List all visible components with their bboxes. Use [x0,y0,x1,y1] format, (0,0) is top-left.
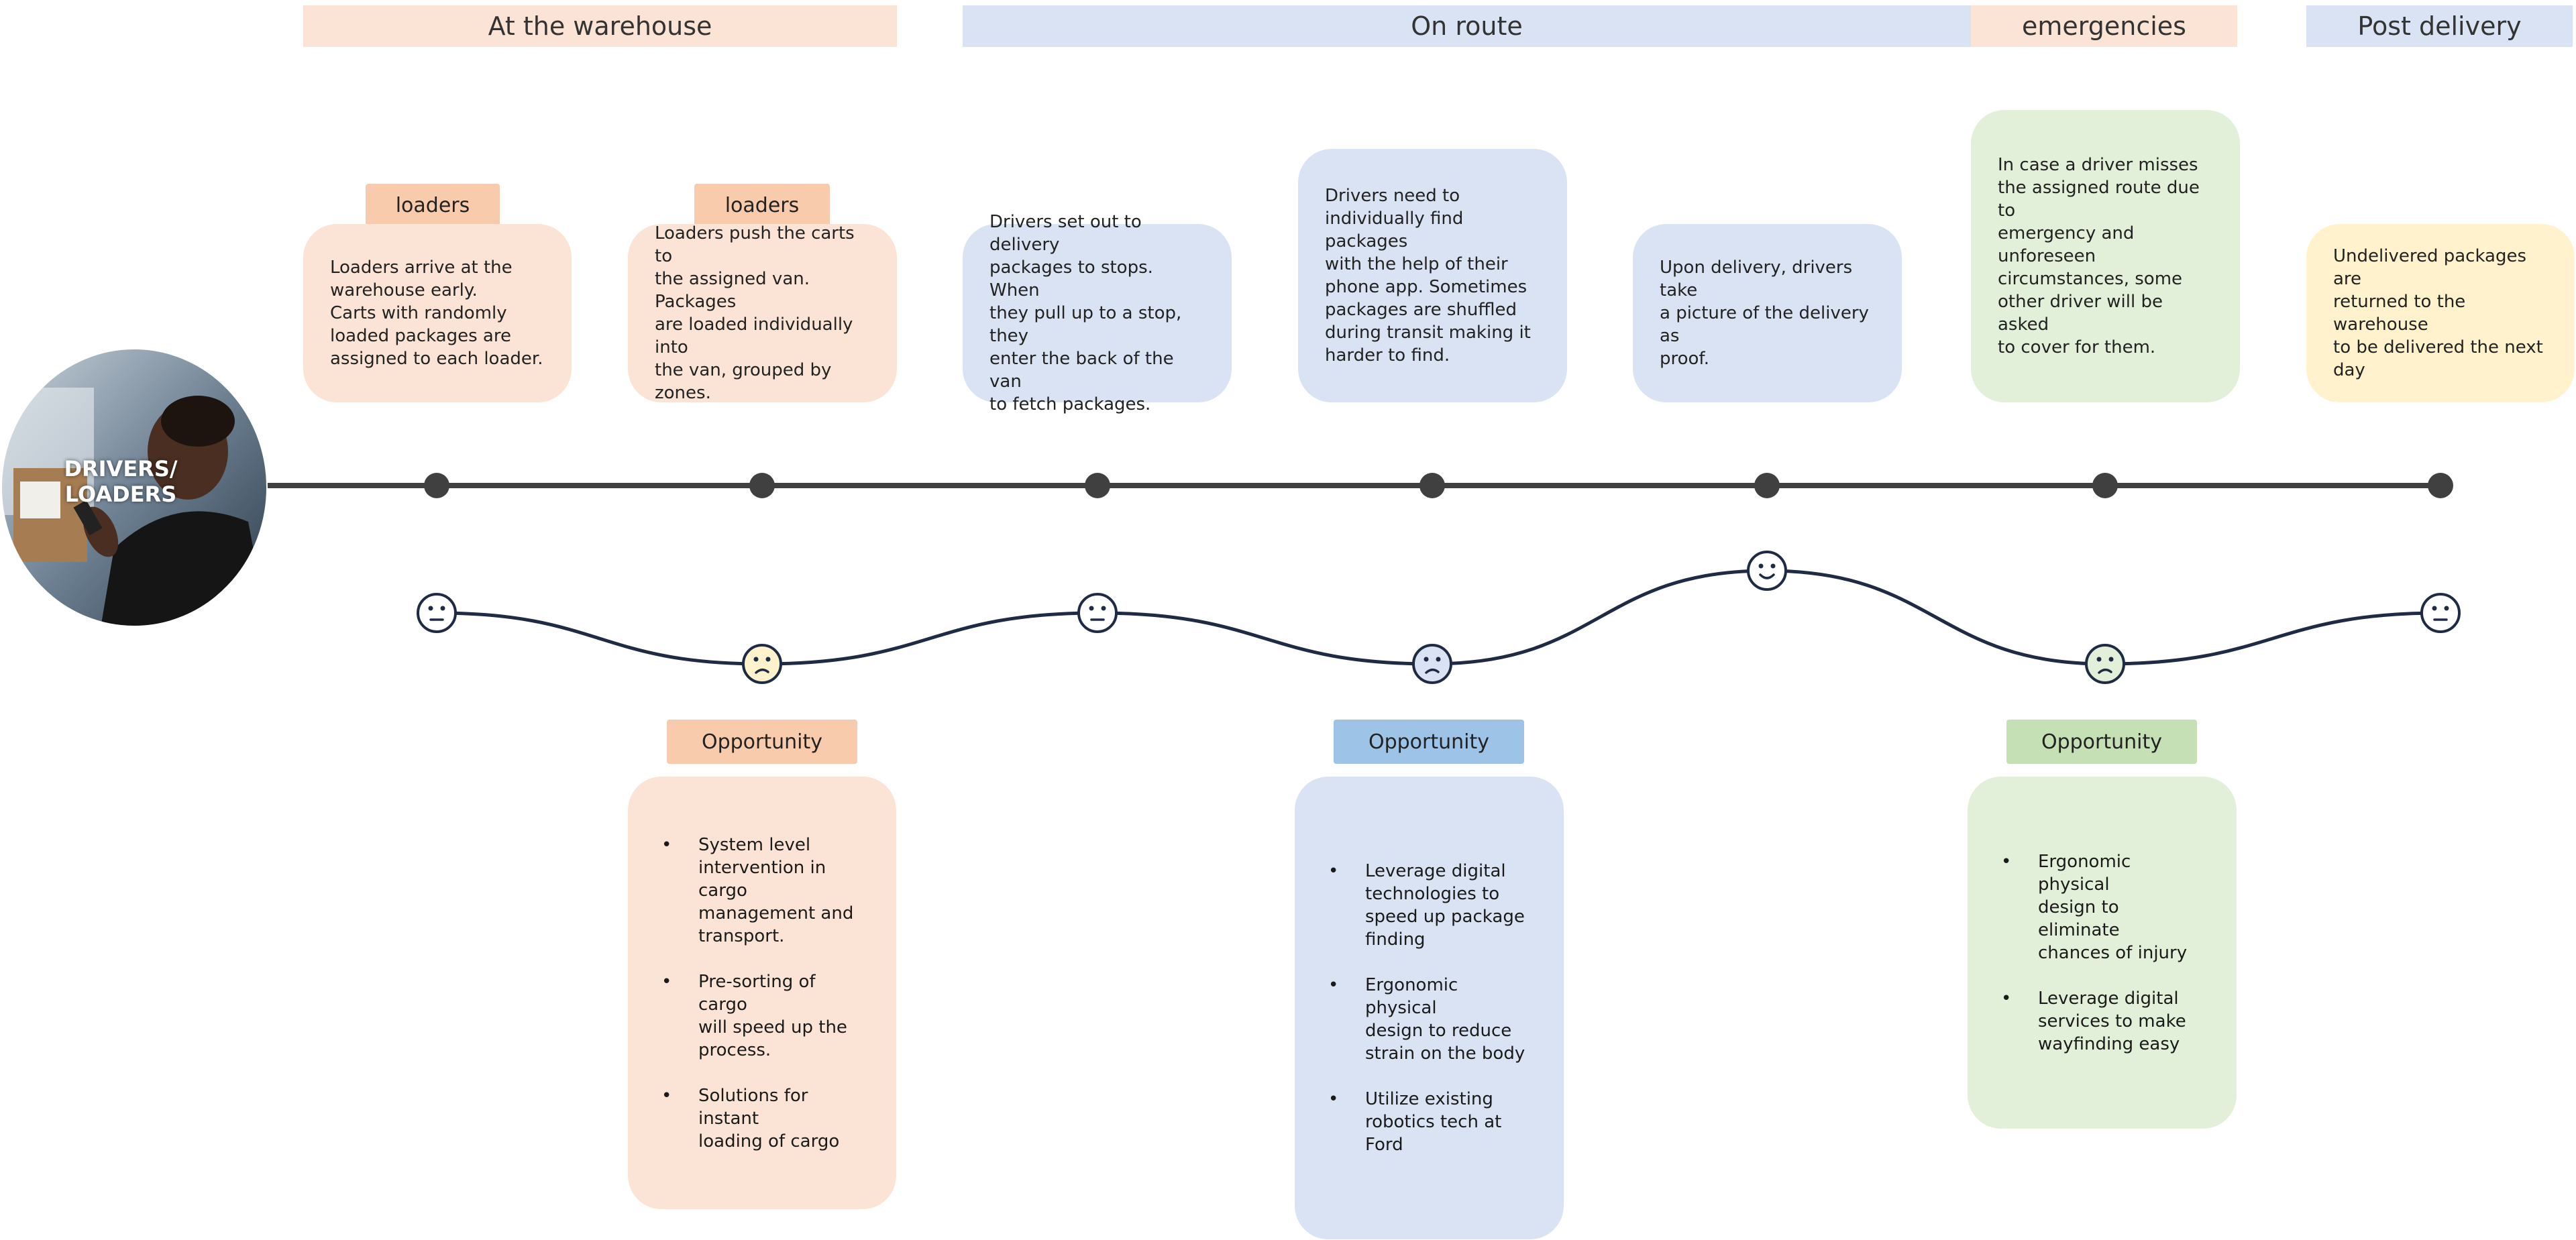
step-text: In case a driver misses the assigned rou… [1998,155,2200,357]
opportunity-card-3: Ergonomic physical design to eliminate c… [1968,777,2237,1129]
step-text: Undelivered packages are returned to the… [2333,246,2543,380]
role-tag-label: loaders [395,193,470,217]
timeline-dot-2 [749,473,775,498]
sad-face-icon [742,644,782,684]
sad-face-icon [2085,644,2125,684]
opportunity-item: System level intervention in cargo manag… [658,834,863,948]
phase-emergencies: emergencies [1971,5,2237,47]
step-text: Upon delivery, drivers take a picture of… [1660,258,1869,369]
role-tag-loaders-1: loaders [366,184,500,227]
opportunity-item: Utilize existing robotics tech at Ford [1325,1088,1530,1156]
timeline-dot-5 [1754,473,1780,498]
step-card-4: Drivers need to individually find packag… [1298,149,1567,402]
opportunity-card-2: Leverage digital technologies to speed u… [1295,777,1564,1239]
timeline-dot-6 [2092,473,2118,498]
timeline-dot-3 [1085,473,1110,498]
phase-on-route: On route [963,5,1971,47]
timeline-dot-7 [2428,473,2453,498]
step-card-1: Loaders arrive at the warehouse early. C… [303,224,572,402]
opportunity-label: Opportunity [701,730,823,754]
persona-photo [1,348,268,627]
opportunity-tag-3: Opportunity [2006,720,2197,764]
neutral-face-icon [1077,593,1118,633]
timeline-dot-4 [1419,473,1445,498]
opportunity-list: System level intervention in cargo manag… [658,834,863,1153]
opportunity-item: Ergonomic physical design to eliminate c… [1998,850,2203,964]
step-card-2: Loaders push the carts to the assigned v… [628,223,897,403]
neutral-face-icon [417,593,457,633]
role-tag-label: loaders [724,193,800,217]
phase-label: On route [1411,11,1523,41]
opportunity-item: Pre-sorting of cargo will speed up the p… [658,970,863,1062]
phase-post-delivery: Post delivery [2306,5,2573,47]
opportunity-label: Opportunity [1368,730,1490,754]
phase-label: emergencies [2022,11,2186,41]
persona-label: DRIVERS/ LOADERS [64,456,178,507]
step-text: Drivers need to individually find packag… [1325,186,1531,365]
opportunity-item: Ergonomic physical design to reduce stra… [1325,974,1530,1065]
step-text: Loaders push the carts to the assigned v… [655,223,855,403]
sad-face-icon [1412,644,1452,684]
step-text: Loaders arrive at the warehouse early. C… [330,258,543,369]
step-card-3: Drivers set out to delivery packages to … [963,212,1232,414]
opportunity-item: Leverage digital technologies to speed u… [1325,860,1530,951]
opportunity-list: Leverage digital technologies to speed u… [1325,860,1530,1156]
timeline-dot-1 [424,473,449,498]
opportunity-tag-1: Opportunity [667,720,857,764]
opportunity-item: Solutions for instant loading of cargo [658,1084,863,1153]
opportunity-tag-2: Opportunity [1334,720,1524,764]
step-card-7: Undelivered packages are returned to the… [2306,224,2575,402]
opportunity-card-1: System level intervention in cargo manag… [628,777,896,1209]
role-tag-loaders-2: loaders [694,184,830,227]
phase-label: Post delivery [2357,11,2522,41]
neutral-face-icon [2420,593,2461,633]
opportunity-label: Opportunity [2041,730,2163,754]
step-text: Drivers set out to delivery packages to … [989,212,1182,414]
opportunity-item: Leverage digital services to make wayfin… [1998,987,2203,1056]
opportunity-list: Ergonomic physical design to eliminate c… [1998,850,2203,1056]
phase-label: At the warehouse [488,11,712,41]
happy-face-icon [1747,551,1787,591]
phase-at-the-warehouse: At the warehouse [303,5,897,47]
step-card-6: In case a driver misses the assigned rou… [1971,110,2240,402]
step-card-5: Upon delivery, drivers take a picture of… [1633,224,1902,402]
